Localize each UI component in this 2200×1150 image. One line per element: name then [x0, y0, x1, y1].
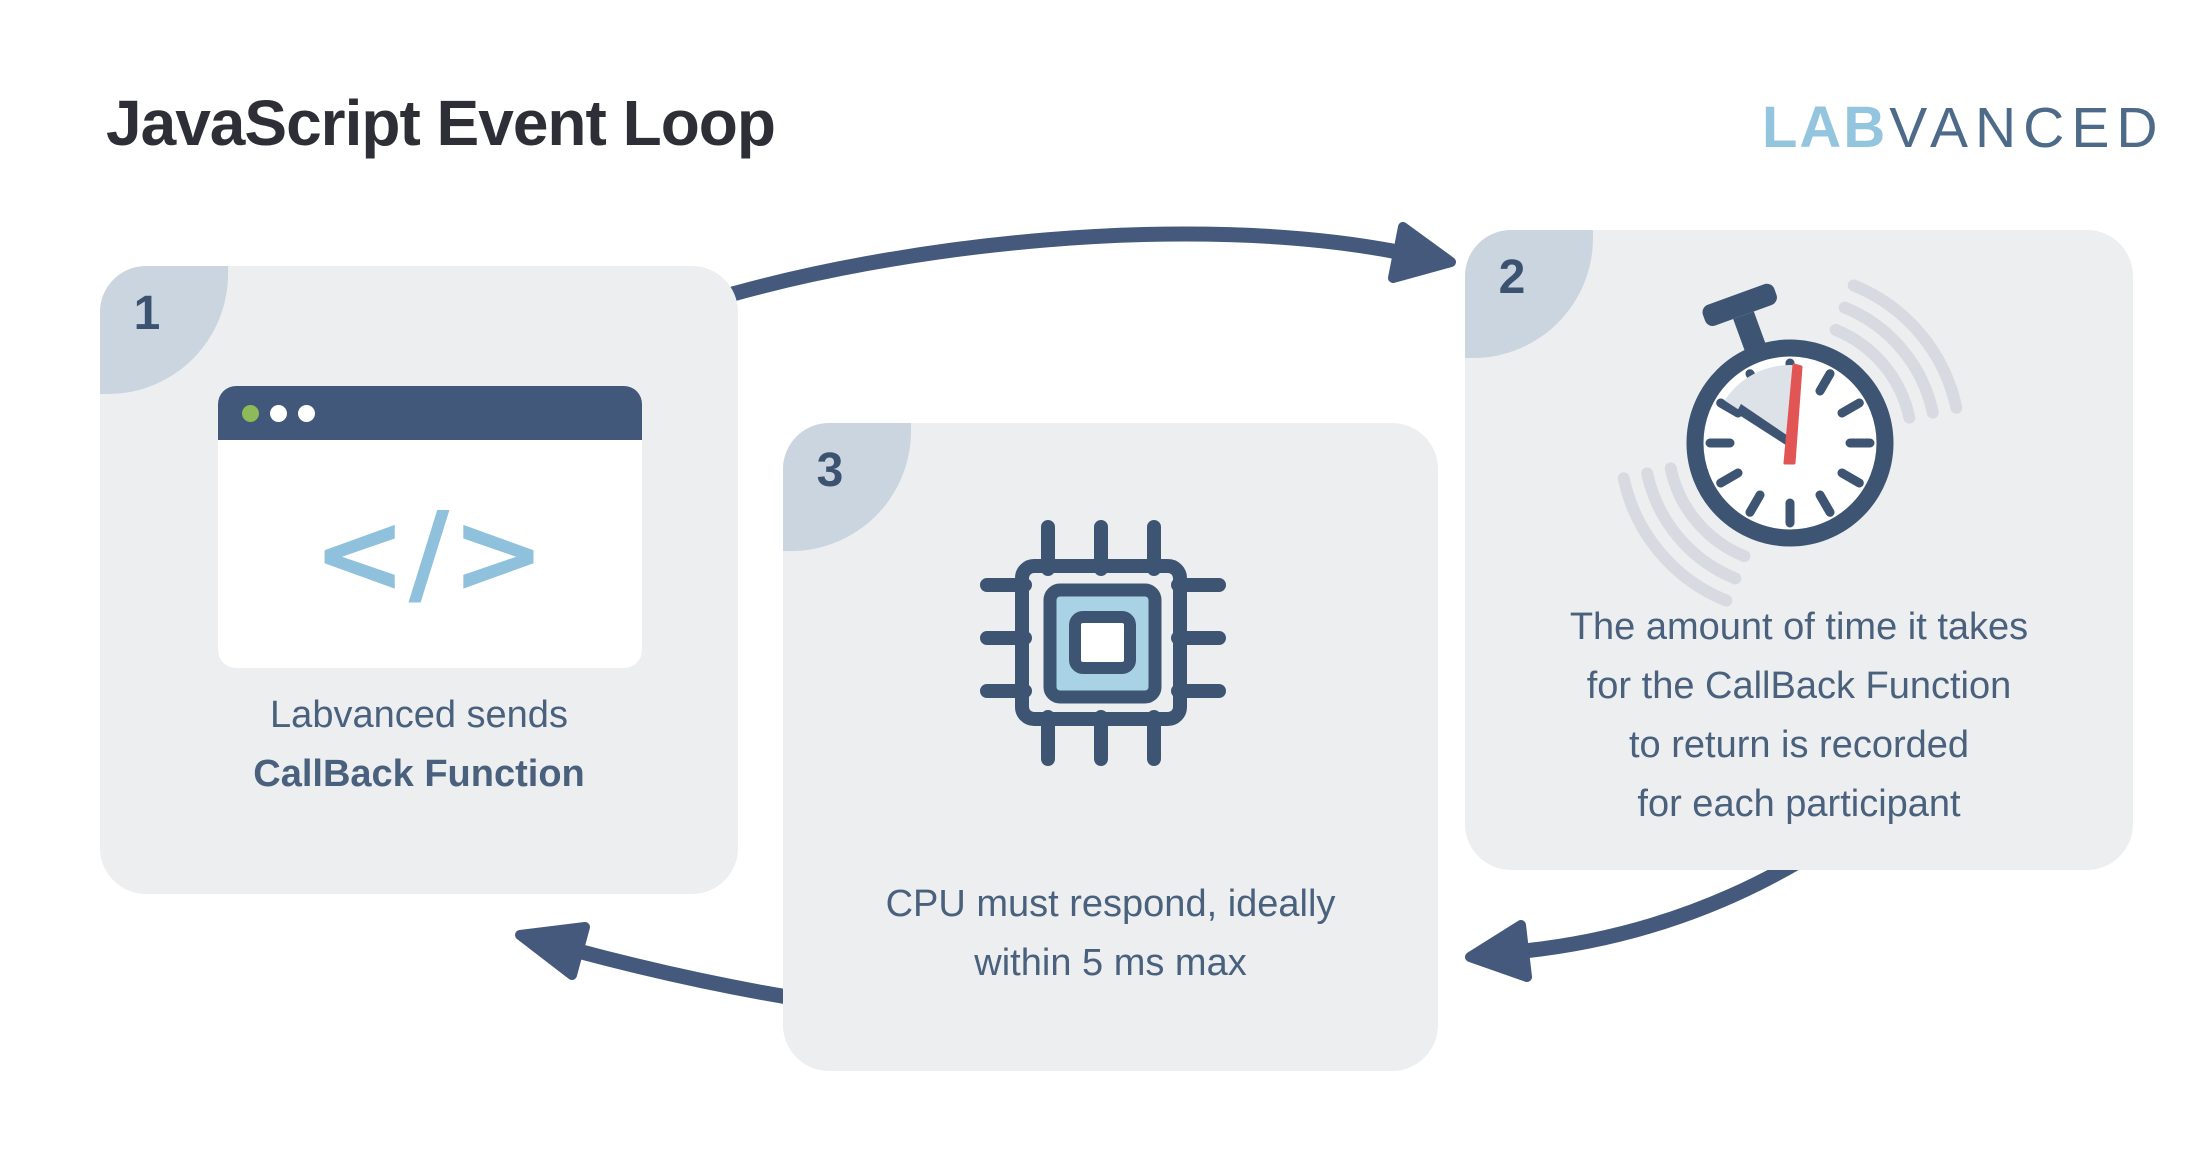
- arrow-step1-to-step2: [697, 222, 1456, 310]
- step-number-1: 1: [133, 286, 161, 340]
- page-title: JavaScript Event Loop: [106, 87, 776, 159]
- step-number-badge-1: 1: [100, 266, 228, 394]
- browser-content: </>: [218, 440, 642, 668]
- step-2-caption: The amount of time it takes for the Call…: [1465, 598, 2133, 834]
- browser-dot-icon: [270, 404, 287, 422]
- step-number-badge-2: 2: [1465, 230, 1593, 358]
- labvanced-logo: LAB VANCED: [1762, 94, 2165, 161]
- caption-line: for the CallBack Function: [1586, 665, 2012, 707]
- step-1-caption: Labvanced sends CallBack Function: [100, 686, 738, 804]
- step-3-caption: CPU must respond, ideally within 5 ms ma…: [783, 875, 1438, 993]
- code-icon: </>: [312, 489, 548, 619]
- caption-line: for each participant: [1637, 783, 1961, 825]
- logo-lab-text: LAB: [1762, 95, 1888, 160]
- step-number-2: 2: [1498, 250, 1526, 304]
- step-card-3: 3 CPU must respond, ideally within 5 ms …: [783, 423, 1438, 1071]
- stopwatch-icon: [1617, 279, 1963, 607]
- step-card-1: 1 </> Labvanced sends CallBack Function: [100, 266, 738, 894]
- browser-window-icon: </>: [218, 386, 642, 668]
- cpu-chip-icon: [980, 520, 1226, 766]
- step-card-2: 2 The amount of time it takes for the Ca…: [1465, 230, 2133, 870]
- step-number-3: 3: [816, 443, 844, 497]
- caption-line: Labvanced sends: [270, 694, 568, 736]
- caption-line: CPU must respond, ideally: [885, 883, 1336, 925]
- step-number-badge-3: 3: [783, 423, 911, 551]
- browser-dot-green-icon: [242, 404, 259, 422]
- browser-titlebar: [218, 386, 642, 440]
- caption-line: within 5 ms max: [974, 942, 1247, 984]
- logo-vanced-text: VANCED: [1889, 96, 2165, 160]
- vibration-waves-icon: [1617, 279, 1963, 607]
- caption-line: The amount of time it takes: [1569, 606, 2029, 648]
- caption-line: to return is recorded: [1628, 724, 1970, 766]
- caption-line: CallBack Function: [253, 753, 585, 795]
- browser-dot-icon: [298, 404, 315, 422]
